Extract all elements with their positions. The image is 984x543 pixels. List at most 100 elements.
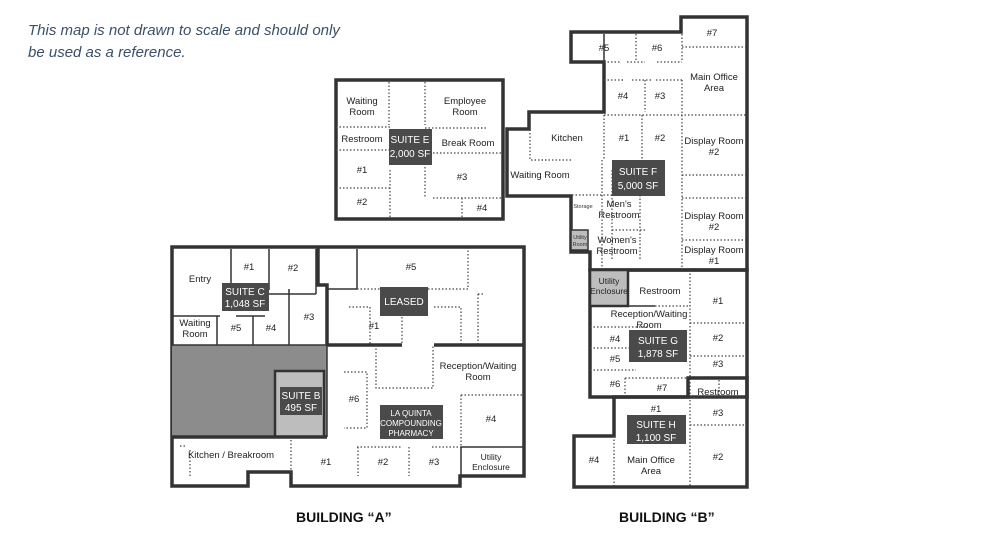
room-label: #2 [709,147,720,158]
room-label: Restroom [639,286,680,297]
room-label: #4 [477,203,488,214]
room-label: #5 [406,262,417,273]
room-label: #4 [266,323,277,334]
room-label: #1 [321,457,332,468]
leased-suite: LEASED #5 #1 [327,249,524,347]
suite-h[interactable]: SUITE H 1,100 SF Restroom #1 #3 #4 Main … [572,376,749,489]
room-label: Utility [573,235,587,241]
room-label: Display Room [684,245,743,256]
room-label: #2 [713,333,724,344]
room-label: #7 [707,28,718,39]
room-label: #2 [357,197,368,208]
room-label: Restroom [596,246,637,257]
suite-f-tag-line1: SUITE F [619,167,657,178]
room-label: Reception/Waiting [611,309,688,320]
room-label: Waiting [346,96,377,107]
suite-g-tag-line1: SUITE G [638,336,678,347]
suite-e[interactable]: SUITE E 2,000 SF Waiting Room Employee R… [334,78,505,221]
room-label: #2 [655,133,666,144]
room-label: #3 [713,408,724,419]
room-label: Area [704,83,725,94]
room-label: #5 [599,43,610,54]
suite-e-tag-line1: SUITE E [391,135,430,146]
room-label: #3 [304,312,315,323]
building-a-label: BUILDING “A” [296,509,392,525]
room-label: Room [182,329,207,340]
room-label: Room [636,320,661,331]
room-label: #1 [244,262,255,273]
room-label: #2 [713,452,724,463]
room-label: Enclosure [590,286,628,296]
room-label: Employee [444,96,486,107]
room-label: #4 [589,455,600,466]
room-label: Men's [606,199,631,210]
suite-f[interactable]: SUITE F 5,000 SF #5 #6 #7 Main Office Ar… [505,15,749,272]
pharmacy-tag-line2: COMPOUNDING [380,419,442,428]
room-label: #1 [709,256,720,267]
suite-g-tag-line2: 1,878 SF [638,349,679,360]
room-label: Restroom [598,210,639,221]
suite-c-tag-line2: 1,048 SF [225,299,266,310]
room-label: Enclosure [472,462,510,472]
suite-b-tag-line2: 495 SF [285,403,317,414]
room-label: Waiting Room [510,170,569,181]
room-label: #1 [357,165,368,176]
room-label: #1 [651,404,662,415]
suite-c[interactable]: SUITE C 1,048 SF Entry #1 #2 #3 Waiting … [172,247,329,345]
room-label: #2 [288,263,299,274]
room-label: #3 [713,359,724,370]
room-label: #5 [610,354,621,365]
room-label: Room [452,107,477,118]
room-label: #2 [378,457,389,468]
room-label: #6 [610,379,621,390]
room-label: Utility [481,452,503,462]
room-label: Waiting [179,318,210,329]
pharmacy-suite: LA QUINTA COMPOUNDING PHARMACY #6 Recept… [172,345,524,476]
room-label: Utility [599,276,621,286]
room-label: Break Room [442,138,495,149]
room-label: #6 [349,394,360,405]
suite-b-tag-line1: SUITE B [282,391,321,402]
suite-c-tag-line1: SUITE C [225,287,264,298]
room-label: #5 [231,323,242,334]
pharmacy-tag-line3: PHARMACY [388,429,434,438]
room-label: Entry [189,274,211,285]
room-label: Room [349,107,374,118]
room-label: #1 [369,321,380,332]
room-label: #1 [619,133,630,144]
room-label: Main Office [627,455,675,466]
room-label: Reception/Waiting [440,361,517,372]
suite-f-tag-line2: 5,000 SF [618,181,659,192]
room-label: Area [641,466,662,477]
building-b-label: BUILDING “B” [619,509,715,525]
pharmacy-tag-line1: LA QUINTA [390,409,432,418]
room-label: Storage [573,204,592,210]
room-label: Restroom [697,387,738,398]
room-label: Room [465,372,490,383]
room-label: Room [573,242,588,248]
room-label: #3 [429,457,440,468]
suite-h-tag-line2: 1,100 SF [636,433,677,444]
room-label: #2 [709,222,720,233]
room-label: #4 [618,91,629,102]
room-label: #3 [457,172,468,183]
room-label: #7 [657,383,668,394]
suite-e-tag-line2: 2,000 SF [390,149,431,160]
room-label: Main Office [690,72,738,83]
room-label: Kitchen / Breakroom [188,450,274,461]
room-label: Restroom [341,134,382,145]
room-label: #4 [486,414,497,425]
room-label: #4 [610,334,621,345]
room-label: Women's [597,235,636,246]
suite-h-tag-line1: SUITE H [636,420,675,431]
room-label: #3 [655,91,666,102]
room-label: Display Room [684,136,743,147]
room-label: #1 [713,296,724,307]
room-label: Kitchen [551,133,583,144]
suite-b[interactable]: SUITE B 495 SF [273,369,326,439]
suite-g[interactable]: SUITE G 1,878 SF Utility Enclosure Restr… [588,268,749,399]
leased-tag: LEASED [384,297,423,308]
room-label: #6 [652,43,663,54]
disclaimer-note: This map is not drawn to scale and shoul… [28,22,340,61]
